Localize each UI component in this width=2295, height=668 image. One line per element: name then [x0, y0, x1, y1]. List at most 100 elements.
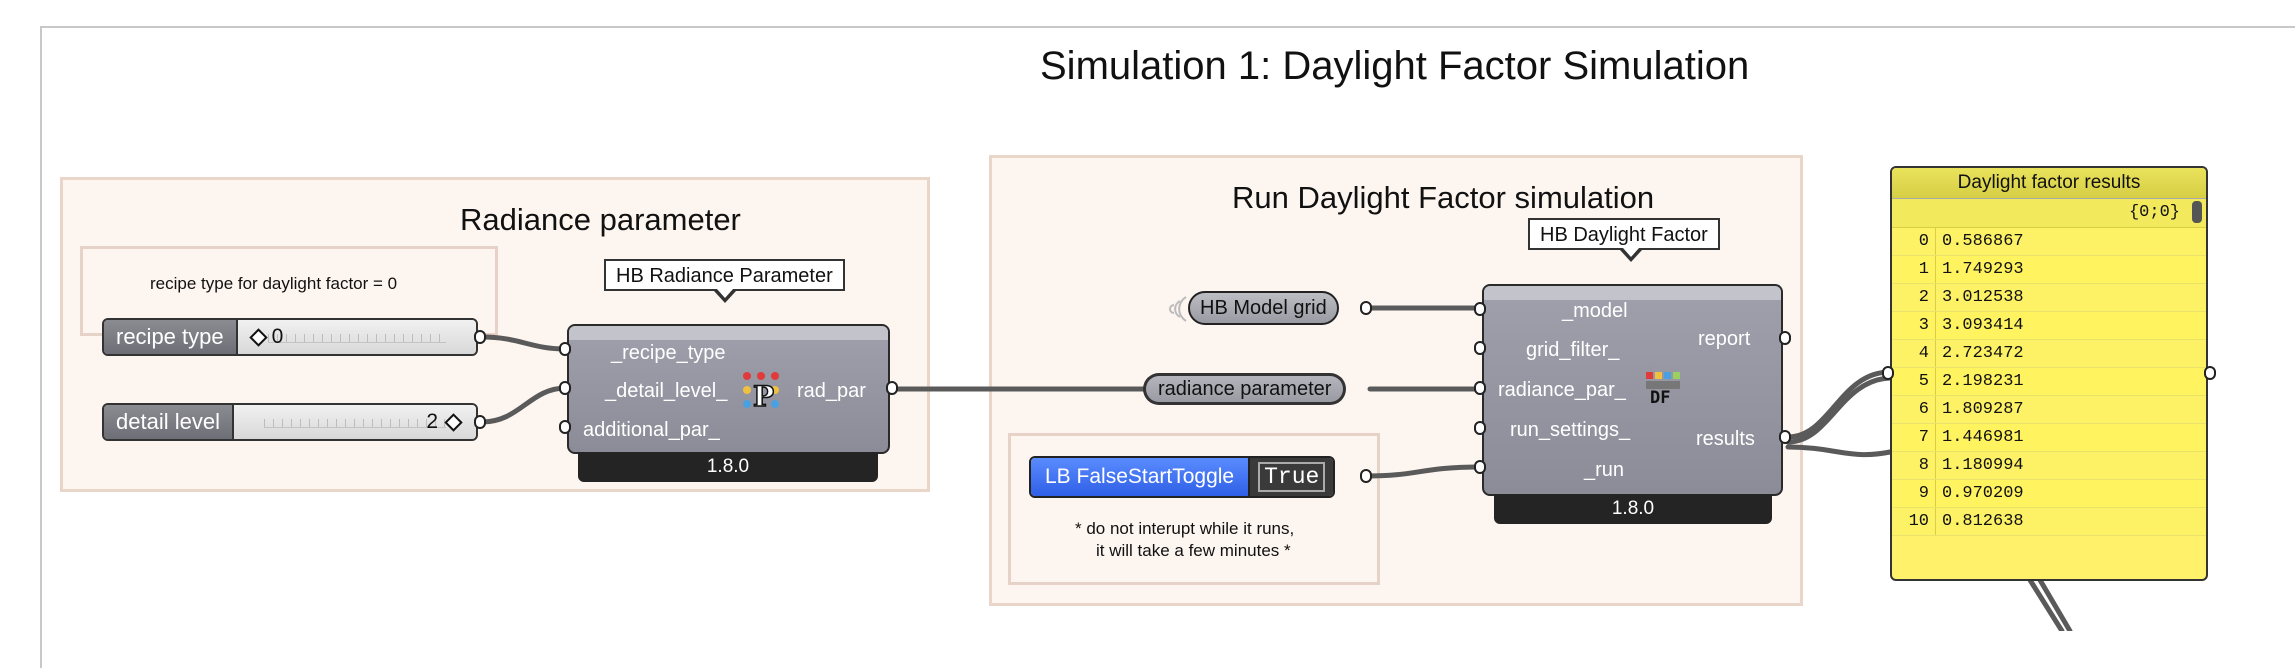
df-input-port-model[interactable]	[1474, 302, 1486, 316]
slider-track[interactable]: 2	[233, 405, 476, 439]
input-additional-par: additional_par_	[583, 419, 720, 441]
panel-input-port[interactable]	[1882, 366, 1894, 380]
df-icon-text: DF	[1650, 388, 1671, 408]
input-run: _run	[1584, 459, 1625, 481]
page-title: Simulation 1: Daylight Factor Simulation	[1040, 44, 1750, 88]
wire-detail	[479, 385, 569, 425]
run-group-title: Run Daylight Factor simulation	[1232, 180, 1655, 215]
hb-model-grid-param[interactable]: HB Model grid	[1188, 291, 1339, 325]
radiance-parameter-relay[interactable]: radiance parameter	[1143, 373, 1347, 405]
panel-row-index: 6	[1892, 396, 1936, 423]
run-note-line1: * do not interupt while it runs,	[1075, 519, 1295, 538]
slider-value: 0	[271, 325, 284, 348]
panel-row-value: 0.586867	[1942, 232, 2024, 251]
panel-row-index: 5	[1892, 368, 1936, 395]
panel-row-value: 1.749293	[1942, 260, 2024, 279]
slider-label: detail level	[104, 405, 234, 439]
wire-results-1	[1785, 369, 1893, 440]
panel-output-port[interactable]	[2204, 366, 2216, 380]
output-rad-par: rad_par	[797, 380, 866, 402]
slider-grip-icon[interactable]	[248, 328, 268, 347]
model-wireless-icon	[1158, 292, 1188, 331]
wire-panel-down-1	[2037, 577, 2073, 631]
panel-row: 2 3.012538	[1892, 284, 2206, 312]
recipe-type-slider[interactable]: recipe type 0	[102, 318, 478, 356]
panel-row-value: 0.970209	[1942, 484, 2024, 503]
radiance-component-tag: HB Radiance Parameter	[604, 259, 845, 291]
daylight-factor-icon: DF	[1644, 370, 1684, 410]
radiance-version: 1.8.0	[578, 452, 878, 482]
output-report: report	[1698, 328, 1751, 350]
df-component-tag: HB Daylight Factor	[1528, 218, 1720, 250]
panel-row-index: 7	[1892, 424, 1936, 451]
hb-daylight-factor-component[interactable]: _model grid_filter_ radiance_par_ run_se…	[1482, 284, 1783, 496]
panel-row: 0 0.586867	[1892, 228, 2206, 256]
radiance-parameter-icon: P	[741, 370, 781, 414]
df-input-port-run-settings[interactable]	[1474, 421, 1486, 435]
panel-row: 8 1.180994	[1892, 452, 2206, 480]
panel-scrollbar[interactable]	[2192, 201, 2202, 223]
slider-track[interactable]: 0	[237, 320, 476, 354]
panel-row-index: 2	[1892, 284, 1936, 311]
panel-row: 1 1.749293	[1892, 256, 2206, 284]
rad-input-port-detail[interactable]	[559, 381, 571, 395]
panel-row-value: 2.198231	[1942, 372, 2024, 391]
df-input-port-radiance-par[interactable]	[1474, 381, 1486, 395]
rad-input-port-recipe[interactable]	[559, 342, 571, 356]
panel-row-index: 3	[1892, 312, 1936, 339]
input-model: _model	[1562, 300, 1628, 322]
hb-radiance-parameter-component[interactable]: _recipe_type _detail_level_ additional_p…	[567, 324, 890, 454]
df-version: 1.8.0	[1494, 494, 1772, 524]
canvas-frame	[40, 26, 2295, 668]
wire-panel-down-2	[2027, 577, 2065, 631]
recipe-note: recipe type for daylight factor = 0	[150, 274, 398, 293]
panel-row-index: 8	[1892, 452, 1936, 479]
detail-slider-output-port[interactable]	[474, 415, 486, 429]
panel-row-value: 3.012538	[1942, 288, 2024, 307]
toggle-output-port[interactable]	[1360, 469, 1372, 483]
rad-input-port-additional[interactable]	[559, 420, 571, 434]
panel-row-index: 4	[1892, 340, 1936, 367]
model-output-port[interactable]	[1360, 301, 1372, 315]
toggle-value[interactable]: True	[1248, 458, 1334, 496]
panel-row-value: 1.809287	[1942, 400, 2024, 419]
panel-row: 3 3.093414	[1892, 312, 2206, 340]
input-run-settings: run_settings_	[1510, 419, 1631, 441]
slider-label: recipe type	[104, 320, 238, 354]
wire-results-2	[1785, 375, 1893, 445]
recipe-slider-output-port[interactable]	[474, 330, 486, 344]
slider-value: 2	[426, 410, 438, 433]
slider-ticks	[263, 419, 446, 428]
panel-row-value: 1.446981	[1942, 428, 2024, 447]
df-output-port-results[interactable]	[1779, 430, 1791, 444]
rad-output-port[interactable]	[886, 381, 898, 395]
svg-text:P: P	[753, 380, 774, 410]
wire-results-3	[1785, 444, 1893, 458]
panel-row-value: 3.093414	[1942, 316, 2024, 335]
input-detail-level: _detail_level_	[605, 380, 728, 402]
toggle-label: LB FalseStartToggle	[1031, 458, 1249, 496]
df-input-port-grid-filter[interactable]	[1474, 341, 1486, 355]
df-output-port-report[interactable]	[1779, 331, 1791, 345]
false-start-toggle[interactable]: LB FalseStartToggle True	[1029, 456, 1336, 498]
panel-row-value: 0.812638	[1942, 512, 2024, 531]
relay-label: radiance parameter	[1146, 376, 1344, 402]
tag-pointer	[717, 289, 733, 298]
run-note-line2: it will take a few minutes *	[1096, 541, 1291, 560]
radiance-group-title: Radiance parameter	[460, 202, 741, 237]
slider-ticks	[267, 334, 446, 343]
detail-level-slider[interactable]: detail level 2	[102, 403, 478, 441]
df-input-port-run[interactable]	[1474, 460, 1486, 474]
panel-row-index: 0	[1892, 228, 1936, 255]
input-recipe-type: _recipe_type	[611, 342, 726, 364]
panel-row-value: 1.180994	[1942, 456, 2024, 475]
slider-grip-icon[interactable]	[444, 413, 463, 432]
input-grid-filter: grid_filter_	[1526, 339, 1620, 361]
panel-row-index: 1	[1892, 256, 1936, 283]
output-results: results	[1696, 428, 1755, 450]
